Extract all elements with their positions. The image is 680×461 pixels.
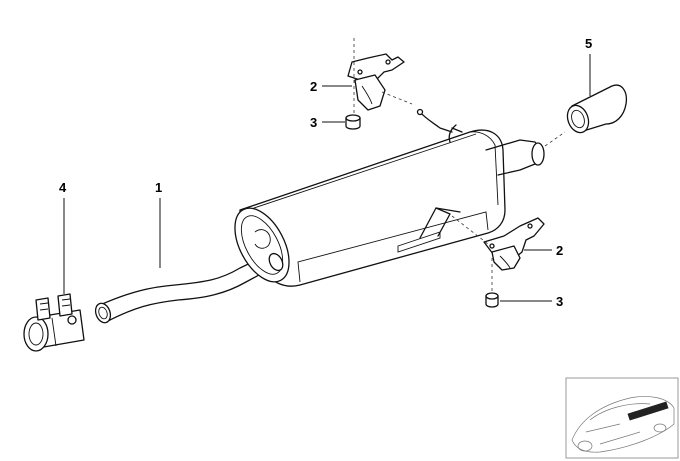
hanger-rod-end bbox=[416, 108, 424, 116]
rear-muffler[interactable] bbox=[224, 124, 545, 291]
callout-2-upper: 2 bbox=[310, 79, 317, 94]
exhaust-tip[interactable] bbox=[564, 84, 628, 135]
callout-4: 4 bbox=[59, 180, 67, 195]
upper-hanger-bracket[interactable] bbox=[347, 53, 405, 111]
lower-hanger-bracket[interactable] bbox=[483, 217, 545, 271]
callout-5: 5 bbox=[585, 36, 592, 51]
vehicle-location-thumbnail bbox=[565, 377, 679, 459]
lower-bracket-guide-2 bbox=[451, 215, 489, 245]
tail-pipe[interactable] bbox=[93, 255, 273, 325]
thumbnail-exhaust-highlight bbox=[627, 401, 669, 421]
callout-2-lower: 2 bbox=[556, 243, 563, 258]
callout-3-upper: 3 bbox=[310, 115, 317, 130]
upper-bracket-guide-2 bbox=[381, 91, 413, 105]
callout-3-lower: 3 bbox=[556, 294, 563, 309]
lower-rubber-mount[interactable] bbox=[485, 292, 499, 308]
hanger-rod bbox=[419, 111, 453, 133]
upper-rubber-mount[interactable] bbox=[345, 114, 361, 130]
callout-1: 1 bbox=[155, 180, 162, 195]
tip-guide bbox=[544, 131, 566, 147]
pipe-clamp[interactable] bbox=[23, 293, 85, 352]
